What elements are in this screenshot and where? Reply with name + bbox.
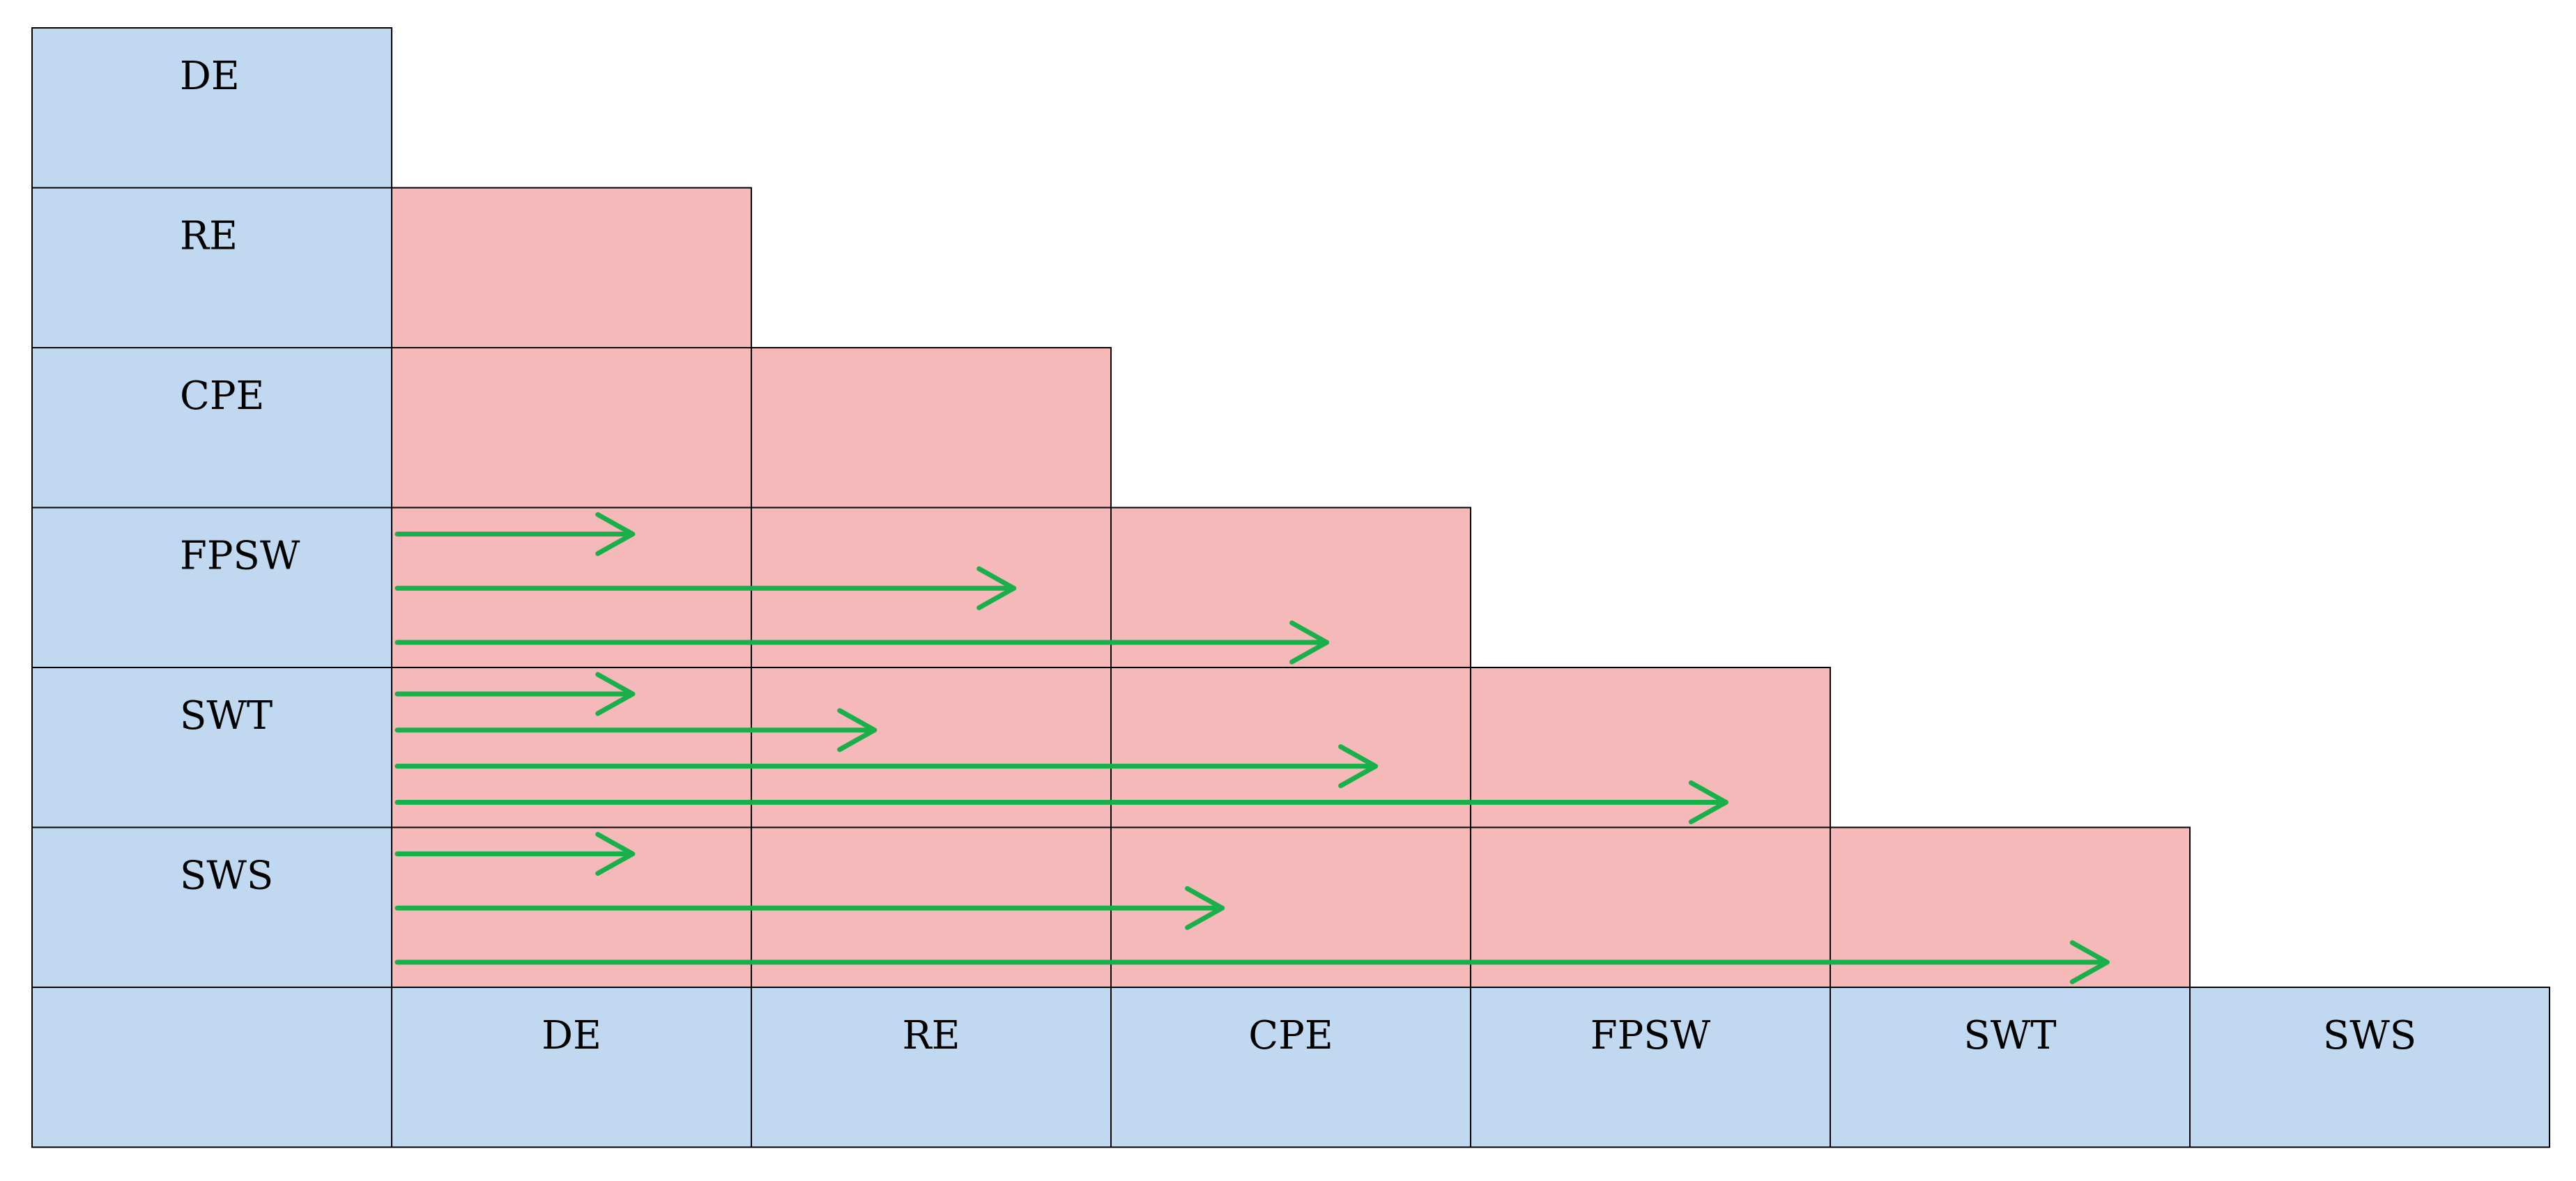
matrix-labels: DE RE CPE FPSW SWT SWS DE RE CPE FPSW SWT SWS	[180, 54, 2416, 1058]
col-header-cell-fpsw	[1470, 987, 1831, 1148]
arrow-swt-to-fpsw-head	[1688, 780, 1728, 824]
row-header-cell-re	[31, 187, 392, 348]
col-label-re: RE	[902, 1013, 960, 1058]
matrix-cell-cpe-re	[751, 347, 1112, 509]
col-label-fpsw: FPSW	[1590, 1013, 1711, 1058]
matrix-cell-re-de	[391, 187, 752, 348]
corner-cell	[31, 987, 392, 1148]
row-label-fpsw: FPSW	[180, 534, 300, 579]
col-label-cpe: CPE	[1248, 1013, 1333, 1058]
dependency-arrows	[394, 512, 2110, 985]
arrow-fpsw-to-re-head	[976, 566, 1017, 610]
col-label-sws: SWS	[2323, 1013, 2416, 1058]
row-label-de: DE	[180, 54, 240, 99]
col-label-swt: SWT	[1963, 1013, 2056, 1058]
arrow-fpsw-to-cpe-head	[1289, 620, 1330, 665]
row-header-cell-swt	[31, 667, 392, 828]
arrow-swt-to-de-head	[595, 672, 636, 716]
row-label-sws: SWS	[180, 854, 273, 899]
arrow-fpsw-to-de-head	[595, 512, 636, 556]
arrow-swt-to-cpe-head	[1338, 744, 1379, 789]
row-header-cell-sws	[31, 826, 392, 988]
col-label-de: DE	[542, 1013, 601, 1058]
row-header-cell-cpe	[31, 347, 392, 509]
row-label-cpe: CPE	[180, 373, 264, 419]
row-label-swt: SWT	[180, 693, 273, 739]
matrix-cell-cpe-de	[391, 347, 752, 509]
col-header-cell-cpe	[1110, 987, 1471, 1148]
row-header-cell-de	[31, 27, 392, 189]
arrow-sws-to-swt-head	[2069, 940, 2110, 985]
arrow-sws-to-cpe-head	[1185, 886, 1225, 930]
row-label-re: RE	[180, 214, 238, 259]
arrow-sws-to-de-head	[595, 832, 636, 876]
col-header-cell-swt	[1830, 987, 2191, 1148]
col-header-cell-de	[391, 987, 752, 1148]
arrow-swt-to-re-head	[837, 708, 877, 752]
col-header-cell-re	[751, 987, 1112, 1148]
row-header-cell-fpsw	[31, 507, 392, 668]
col-header-cell-sws	[2189, 987, 2550, 1148]
